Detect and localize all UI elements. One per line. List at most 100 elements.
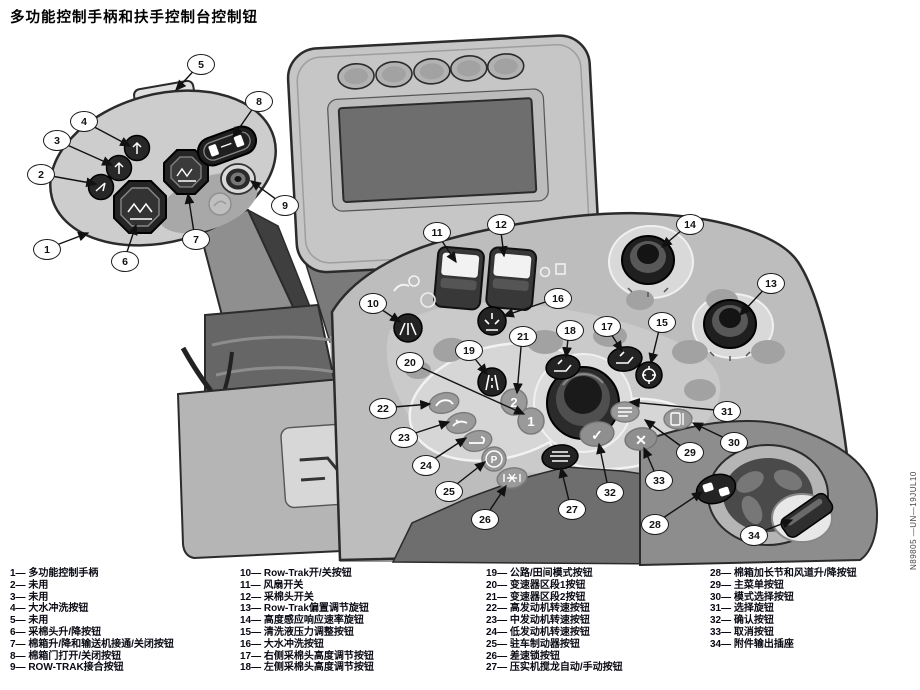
callout-14: 14 [676,214,704,235]
callout-6: 6 [111,251,139,272]
legend-item: 5— 未用 [10,615,49,627]
callout-30: 30 [720,432,748,453]
legend-item: 14— 高度感应响应速率旋钮 [240,615,364,627]
head-raise-lower-button [113,180,167,234]
svg-text:✕: ✕ [635,432,647,448]
accessory-outlet-knob [771,492,834,543]
callout-20: 20 [396,352,424,373]
callout-9: 9 [271,195,299,216]
callout-7: 7 [182,229,210,250]
figure-code: N89805 —UN—19JUL10 [909,471,918,570]
legend-item: 4— 大水冲洗按钮 [10,603,89,615]
left-head-height-button [545,354,581,380]
callout-28: 28 [641,514,669,535]
legend-item: 19— 公路/田间模式按钮 [486,568,593,579]
ghost-button [208,192,232,216]
legend-item: 13— Row-Trak偏置调节旋钮 [240,603,369,615]
callout-11: 11 [423,222,451,243]
legend-item: 6— 采棉头升/降按钮 [10,626,102,638]
response-rate-knob [621,235,675,297]
cancel-button: ✕ [624,427,658,451]
range-2-button: 2 [500,388,528,416]
callout-12: 12 [487,214,515,235]
lever-pattern-icon [299,456,340,482]
legend-item: 23— 中发动机转速按钮 [486,615,590,627]
park-brake-button: P [481,446,507,472]
module-glyph-icon [539,263,566,278]
legend-item: 10— Row-Trak开/关按钮 [240,568,352,579]
display-top-buttons [337,53,525,90]
callout-2: 2 [27,164,55,185]
legend-item: 12— 采棉头开关 [240,591,314,603]
legend-item: 11— 风扇开关 [240,579,304,591]
handle-button-4 [123,134,151,162]
legend-column-1: 1— 多功能控制手柄 2— 未用 3— 未用 4— 大水冲洗按钮 5— 未用 6… [10,568,188,674]
legend-item: 3— 未用 [10,591,49,603]
legend-item: 7— 棉箱升/降和输送机接通/关闭按钮 [10,638,174,650]
callout-23: 23 [390,427,418,448]
legend-item: 29— 主菜单按钮 [710,579,784,591]
legend-item: 28— 棉箱加长节和风道升/降按钮 [710,568,857,579]
legend-item: 15— 清洗液压力调整按钮 [240,626,354,638]
callout-33: 33 [645,470,673,491]
legend-item: 16— 大水冲洗按钮 [240,638,324,650]
callout-16: 16 [544,288,572,309]
callout-10: 10 [359,293,387,314]
legend-item: 21— 变速器区段2按钮 [486,591,586,603]
right-head-height-button [607,346,643,372]
legend-item: 24— 低发动机转速按钮 [486,626,590,638]
confirm-button: ✓ [579,421,615,447]
legend-item: 26— 差速锁按钮 [486,650,560,662]
legend-column-4: 28— 棉箱加长节和风道升/降按钮 29— 主菜单按钮 30— 模式选择按钮 3… [710,568,916,651]
callout-3: 3 [43,130,71,151]
svg-text:✓: ✓ [591,427,603,443]
handle-button-2 [87,173,115,201]
legend-item: 9— ROW-TRAK接合按钮 [10,662,124,674]
callout-13: 13 [757,273,785,294]
callout-4: 4 [70,111,98,132]
row-trak-toggle-button [393,313,423,343]
legend-item: 30— 模式选择按钮 [710,591,794,603]
legend-item: 32— 确认按钮 [710,615,774,627]
legend-item: 20— 变速器区段1按钮 [486,579,586,591]
lever-glyph-icon [393,283,410,292]
legend-item: 2— 未用 [10,579,49,591]
basket-conveyor-button [163,149,209,195]
legend-item: 31— 选择旋钮 [710,603,774,615]
controls-diagram: 1 2 P [39,34,878,566]
row-trak-engage-button [220,163,256,195]
page-title: 多功能控制手柄和扶手控制台控制钮 [10,10,258,26]
callout-32: 32 [596,482,624,503]
legend-item: 27— 压实机搅龙自动/手动按钮 [486,662,623,674]
legend-item: 33— 取消按钮 [710,626,774,638]
corner-post-display [286,34,600,274]
callout-8: 8 [245,91,273,112]
callout-19: 19 [455,340,483,361]
legend-item: 18— 左侧采棉头高度调节按钮 [240,662,374,674]
legend-item: 34— 附件输出插座 [710,638,794,650]
callout-24: 24 [412,455,440,476]
solution-pressure-button [635,361,663,389]
road-field-mode-button [477,367,507,397]
callout-1: 1 [33,239,61,260]
main-menu-button [610,401,640,423]
svg-text:2: 2 [510,395,517,410]
svg-text:P: P [491,455,498,466]
callout-21: 21 [509,326,537,347]
display-screen [337,97,538,203]
callout-18: 18 [556,320,584,341]
handle-button-3 [105,154,133,182]
legend-item: 22— 高发动机转速按钮 [486,603,590,615]
callout-34: 34 [740,525,768,546]
callout-26: 26 [471,509,499,530]
legend-item: 8— 棉箱门打开/关闭按钮 [10,650,122,662]
legend-item: 17— 右侧采棉头高度调节按钮 [240,650,374,662]
flush-button [477,306,507,336]
callout-29: 29 [676,442,704,463]
callout-17: 17 [593,316,621,337]
callout-15: 15 [648,312,676,333]
callout-27: 27 [558,499,586,520]
callout-5: 5 [187,54,215,75]
basket-extension-button [695,473,737,505]
